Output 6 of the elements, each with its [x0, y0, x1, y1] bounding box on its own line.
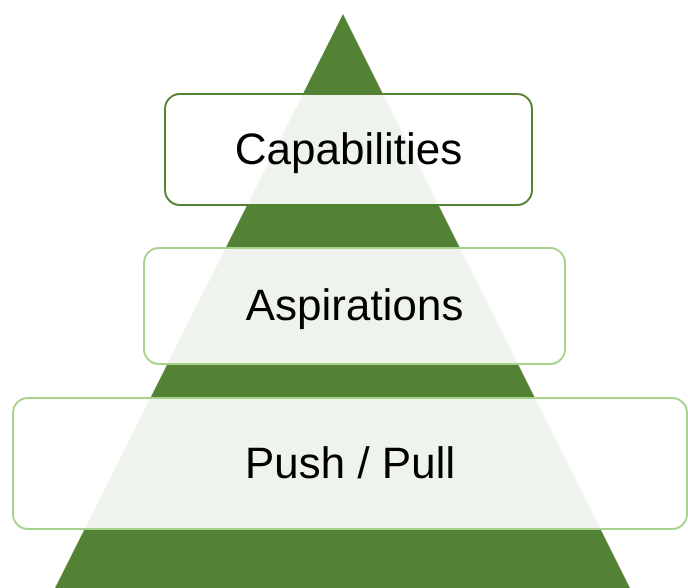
level-label: Push / Pull — [244, 438, 456, 488]
level-box — [164, 93, 533, 206]
level-box — [12, 397, 688, 530]
level-label: Aspirations — [246, 281, 464, 331]
level-label: Capabilities — [234, 124, 462, 174]
level-box — [143, 247, 566, 365]
